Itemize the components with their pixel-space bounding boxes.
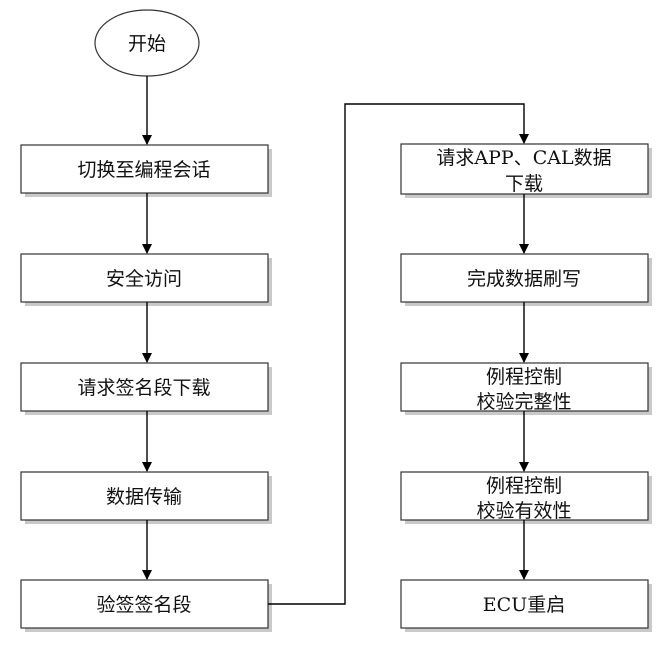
routine-validity-box: 例程控制 校验有效性	[400, 471, 652, 524]
switch-session-box: 切换至编程会话	[20, 144, 272, 197]
ecu-reset-label: ECU重启	[483, 594, 565, 616]
data-transfer-label: 数据传输	[106, 486, 182, 508]
verify-signature-box: 验签签名段	[20, 579, 272, 632]
request-signature-download-box: 请求签名段下载	[20, 362, 272, 415]
start-label: 开始	[128, 33, 166, 55]
start-node: 开始	[94, 9, 200, 77]
request-signature-download-label: 请求签名段下载	[77, 377, 210, 399]
finish-flash-label: 完成数据刷写	[467, 268, 581, 290]
routine-validity-label-line1: 例程控制	[486, 475, 562, 497]
finish-flash-box: 完成数据刷写	[400, 253, 652, 306]
routine-integrity-label-line2: 校验完整性	[476, 391, 571, 413]
request-app-cal-box: 请求APP、CAL数据 下载	[400, 143, 652, 198]
security-access-label: 安全访问	[106, 268, 182, 290]
data-transfer-box: 数据传输	[20, 471, 272, 524]
security-access-box: 安全访问	[20, 253, 272, 306]
request-app-cal-label-line1: 请求APP、CAL数据	[436, 147, 611, 169]
routine-integrity-box: 例程控制 校验完整性	[400, 362, 652, 415]
verify-signature-label: 验签签名段	[96, 594, 191, 616]
ecu-reset-box: ECU重启	[400, 579, 652, 632]
routine-integrity-label-line1: 例程控制	[486, 366, 562, 388]
switch-session-label: 切换至编程会话	[77, 159, 210, 181]
edge-verify-to-request-app-cal	[268, 103, 529, 605]
routine-validity-label-line2: 校验有效性	[476, 500, 571, 522]
request-app-cal-label-line2: 下载	[505, 173, 543, 195]
